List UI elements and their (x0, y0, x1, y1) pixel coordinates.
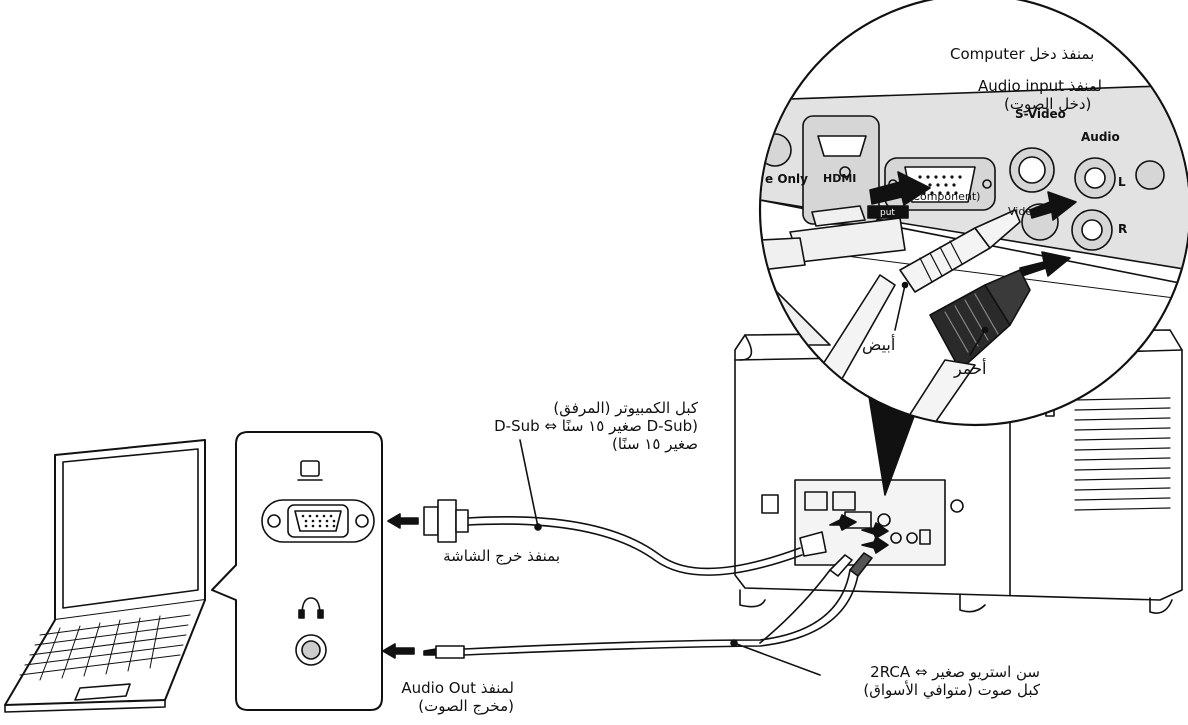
video-port-label: Video (1008, 205, 1039, 219)
audio-jack-icon (296, 635, 326, 665)
audio-cable-spec: كبل صوت (متوافي الأسواق) (830, 682, 1040, 699)
laptop-ports-callout (212, 432, 382, 710)
audio-port-label: Audio (1081, 130, 1120, 144)
red-plug-label: أحمر (954, 360, 986, 377)
audio-left-label: L (1118, 175, 1126, 189)
computer-cable-spec-cont: صغير ١٥ سنًا) (470, 436, 698, 453)
arrow-icon (383, 644, 414, 658)
hdmi-port-label: HDMI (823, 172, 856, 186)
audio-right-label: R (1118, 222, 1127, 236)
laptop-icon (5, 440, 205, 712)
arrow-icon (388, 514, 418, 528)
vga-port-icon (262, 500, 374, 542)
computer-input-label: بمنفذ دخل Computer (950, 46, 1094, 63)
only-port-label: e Only (765, 172, 808, 186)
audio-out-sublabel: (مخرج الصوت) (384, 698, 514, 715)
svideo-port-label: S-Video (1015, 107, 1066, 121)
monitor-out-label: بمنفذ خرج الشاشة (420, 548, 560, 565)
component-port-label: (Component) (908, 190, 980, 204)
computer-cable-spec: (D-Sub صغير ١٥ سنًا ⇔ D-Sub (470, 418, 698, 435)
audio-cable-label: سن استريو صغير ⇔ 2RCA (830, 664, 1040, 681)
computer-cable-label: كبل الكمبيوتر (المرفق) (470, 400, 698, 417)
audio-input-label: لمنفذ Audio input (978, 78, 1102, 95)
white-plug-label: أبيض (862, 336, 895, 353)
input-tag-label: put (880, 206, 895, 220)
audio-out-label: لمنفذ Audio Out (384, 680, 514, 697)
